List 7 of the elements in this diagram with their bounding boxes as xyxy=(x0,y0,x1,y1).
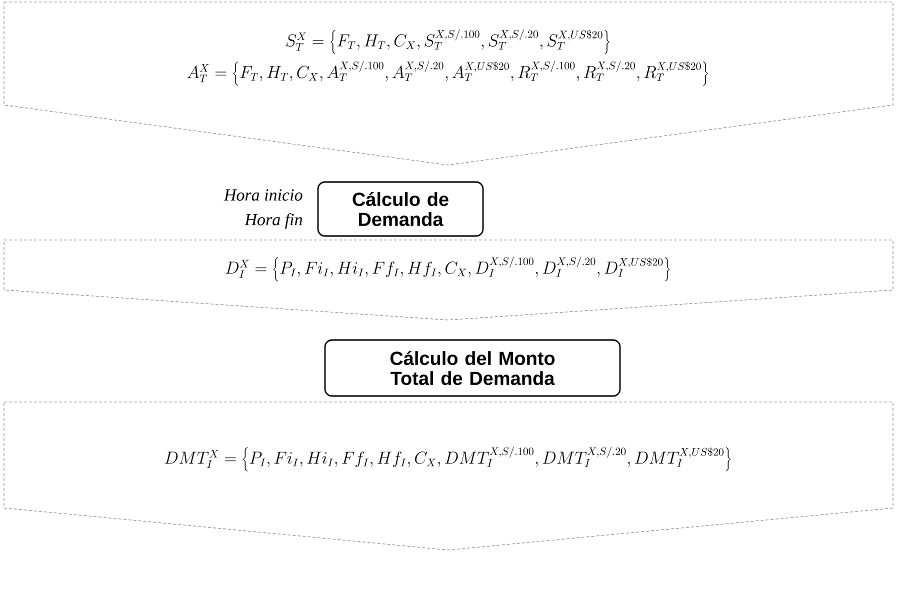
data-banner: $DMT_I^X = \left\{P_I, Fi_I, Hi_I, Ff_I, Hf_I, C_X, DMT_I^{X,S/.100}, DMT_I^{X,S/.20}, DMT_I^{X,US\$20}\right\}$ xyxy=(4,402,894,550)
input-label: Hora inicio xyxy=(224,189,302,201)
process-box: Cálculo del Monto Total de Demanda xyxy=(324,339,621,397)
process-box: Cálculo de Demanda xyxy=(317,181,484,237)
data-banner: $D_I^X = \left\{P_I, Fi_I, Hi_I, Ff_I, Hf_I, C_X, D_I^{X,S/.100}, D_I^{X,S/.20}, D_I^{X,US\$20}\right\}$ xyxy=(4,240,894,320)
data-banner: $S_T^X = \left\{F_T, H_T, C_X, S_T^{X,S/.100}, S_T^{X,S/.20}, S_T^{X,US\$20}\right\}$ $A_T^X = \left\{F_T, H_T, C_X, A_T^{X,S/.100}, A_T^{X,S/.20}, A_T^{X,US\$20}, R_T^{X,S/.100}, R_T^{X,S/.20}, R_T^{X,US\$20}\right\}$ xyxy=(4,2,894,166)
input-label: Hora fin xyxy=(244,213,302,229)
